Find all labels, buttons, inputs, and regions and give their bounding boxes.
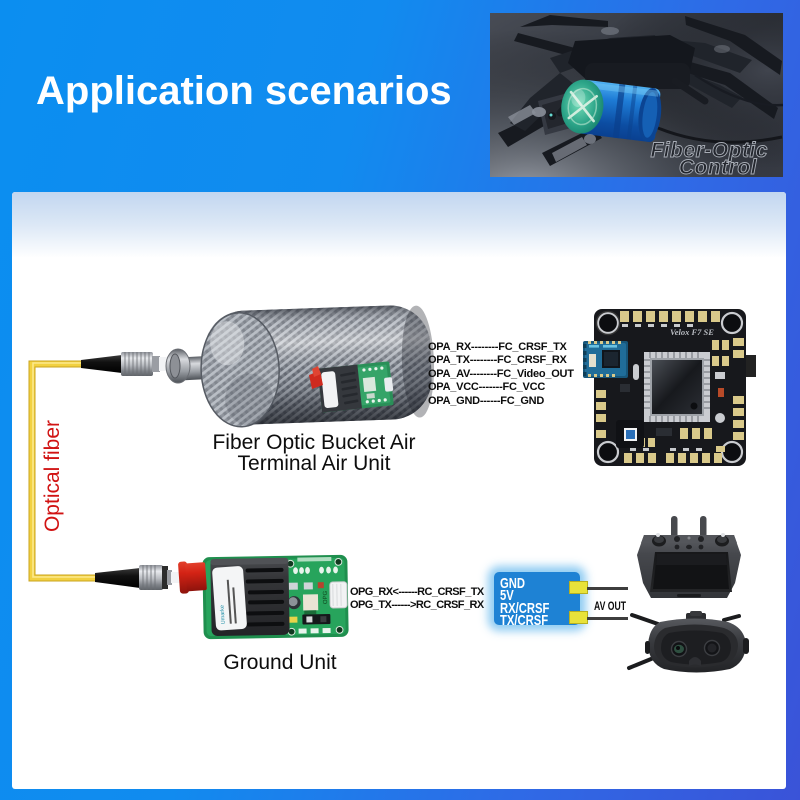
svg-text:Umarke: Umarke bbox=[220, 605, 227, 625]
svg-text:Velox F7 SE: Velox F7 SE bbox=[670, 327, 714, 337]
svg-text:OPG: OPG bbox=[323, 590, 329, 604]
svg-text:Control: Control bbox=[679, 156, 758, 177]
svg-text:Fiber-Optic: Fiber-Optic bbox=[650, 139, 768, 162]
